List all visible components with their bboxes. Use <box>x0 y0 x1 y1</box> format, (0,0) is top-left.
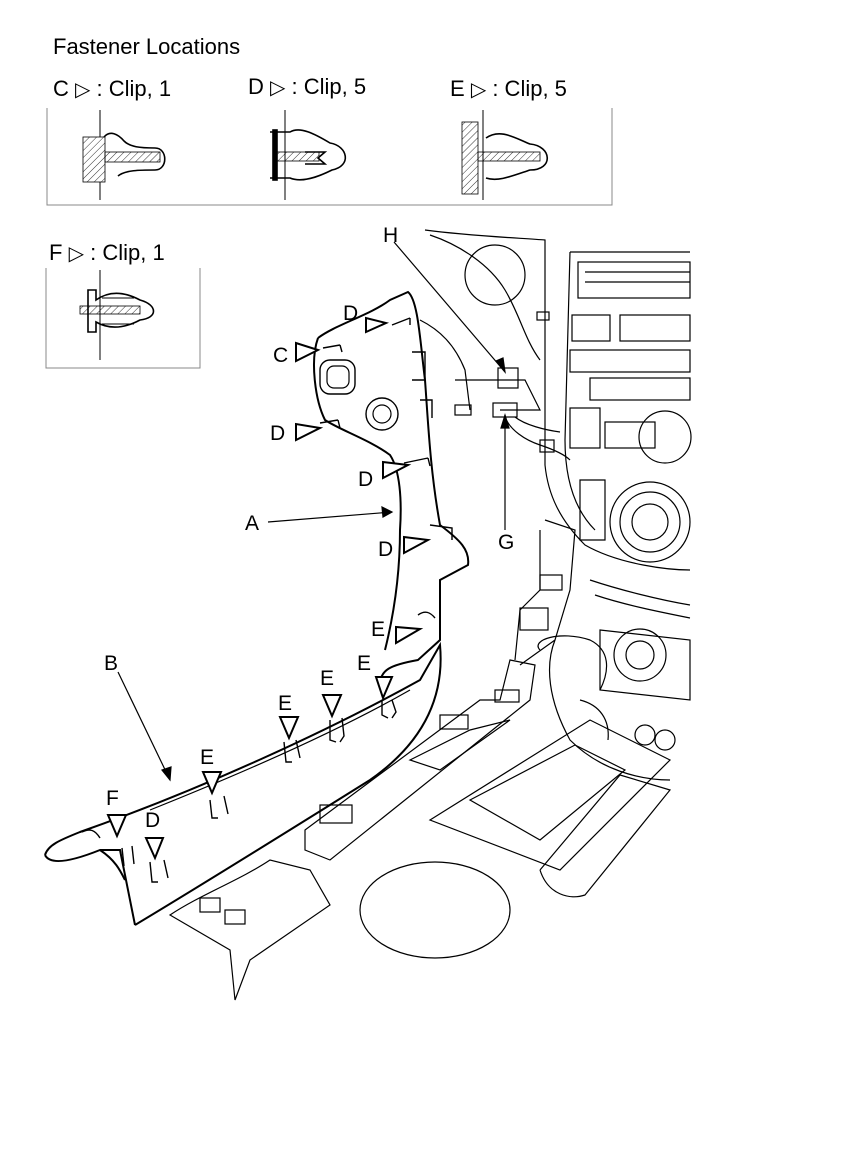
callout-d: D <box>343 302 358 325</box>
marker-c <box>295 341 321 363</box>
callout-b: B <box>104 652 118 675</box>
triangle-icon: ▷ <box>470 79 487 101</box>
callout-e: E <box>371 618 385 641</box>
callout-a: A <box>245 512 259 535</box>
callout-e: E <box>200 746 214 769</box>
trim-panel-a <box>313 290 470 686</box>
clip-e-letter: E <box>450 76 465 101</box>
callout-d: D <box>270 422 285 445</box>
leader-lines <box>117 241 510 782</box>
clip-f-label: F ▷ : Clip, 1 <box>49 240 165 266</box>
callout-f: F <box>106 787 119 810</box>
marker-e-1 <box>395 625 424 645</box>
callout-labels: D C D D A D E E E E E B F D H G <box>104 224 514 832</box>
clip-detail-frame-f <box>45 268 201 369</box>
dashboard-center-console <box>424 229 692 751</box>
clip-detail-frame-top <box>46 108 613 206</box>
clip-d-desc: : Clip, 5 <box>291 74 367 99</box>
marker-e-2 <box>374 676 394 701</box>
marker-d-3 <box>382 460 412 480</box>
callout-e: E <box>357 652 371 675</box>
triangle-icon: ▷ <box>75 79 91 101</box>
clip-e-detail-icon <box>461 110 548 200</box>
callout-g: G <box>498 531 514 554</box>
clip-markers <box>106 316 432 861</box>
callout-e: E <box>320 667 334 690</box>
triangle-icon: ▷ <box>68 243 84 265</box>
callout-d: D <box>145 809 160 832</box>
callout-h: H <box>383 224 398 247</box>
callout-c: C <box>273 344 288 367</box>
marker-e-5 <box>201 771 223 796</box>
fastener-locations-heading: Fastener Locations <box>53 34 241 59</box>
clip-f-desc: : Clip, 1 <box>90 240 165 265</box>
marker-d-5 <box>144 837 165 861</box>
callout-d: D <box>358 468 373 491</box>
clip-f-letter: F <box>49 240 63 265</box>
clip-e-label: E ▷ : Clip, 5 <box>450 76 567 102</box>
clip-c-desc: : Clip, 1 <box>96 76 172 101</box>
clip-c-detail-icon <box>82 110 166 200</box>
callout-d: D <box>378 538 393 561</box>
callout-e: E <box>278 692 292 715</box>
marker-d-1 <box>365 316 390 334</box>
clip-e-desc: : Clip, 5 <box>492 76 567 101</box>
clip-d-letter: D <box>248 74 264 99</box>
clip-c-label: C ▷ : Clip, 1 <box>53 76 171 102</box>
triangle-icon: ▷ <box>270 77 286 99</box>
clip-d-detail-icon <box>270 110 347 200</box>
steering-column-area <box>419 234 571 461</box>
marker-d-4 <box>403 535 432 555</box>
clip-c-letter: C <box>53 76 69 101</box>
floor-console-shifter <box>168 519 672 1001</box>
marker-e-3 <box>321 694 343 719</box>
clip-f-detail-icon <box>79 270 155 360</box>
clip-locator-marks <box>121 317 436 883</box>
clip-d-label: D ▷ : Clip, 5 <box>248 74 366 100</box>
marker-e-4 <box>278 716 300 741</box>
marker-f <box>106 814 128 839</box>
marker-d-2 <box>295 422 324 442</box>
